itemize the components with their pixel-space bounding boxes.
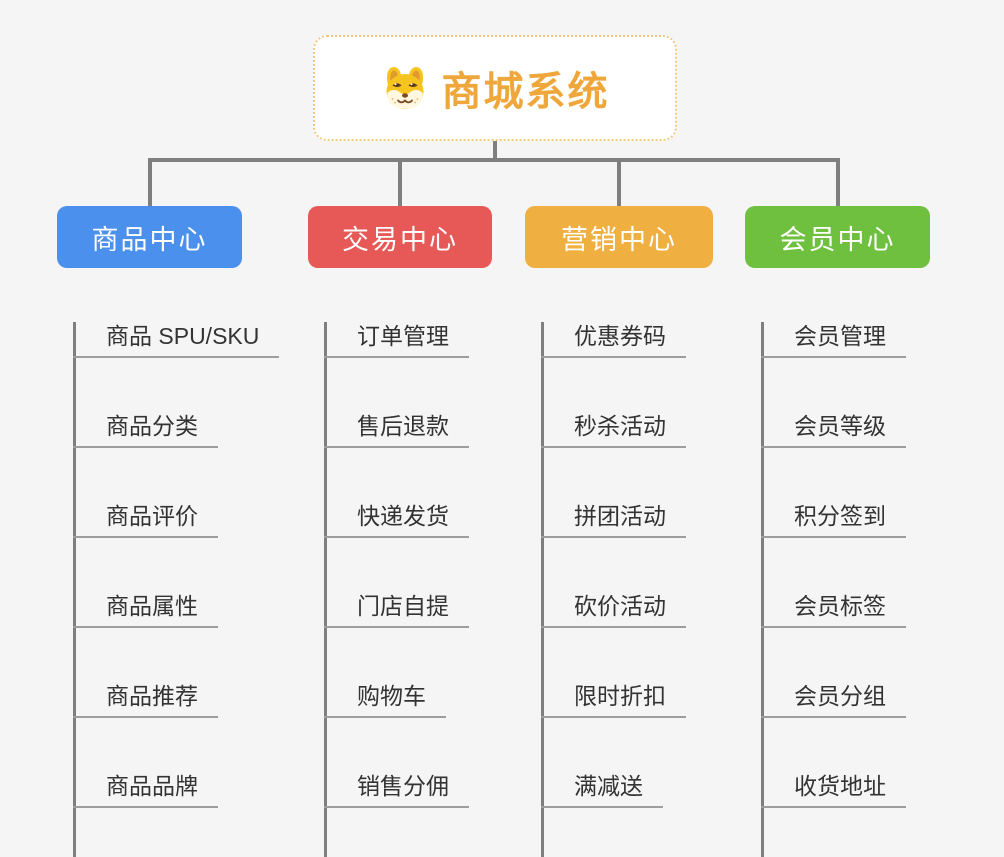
leaf-topic-label: 会员等级 [794,413,886,439]
leaf-topic[interactable]: 收货地址 [761,772,906,808]
leaf-topic[interactable]: 积分签到 [761,502,906,538]
leaf-topic[interactable]: 售后退款 [324,412,469,448]
leaf-topic-label: 拼团活动 [574,503,666,529]
leaf-topic[interactable]: 门店自提 [324,592,469,628]
leaf-topic-label: 售后退款 [357,413,449,439]
connector-branch-stub [147,158,152,208]
leaf-topic-label: 门店自提 [357,593,449,619]
connector-column-line [73,322,76,857]
leaf-topic-label: 秒杀活动 [574,413,666,439]
leaf-topic-label: 快递发货 [357,503,449,529]
branch-topic[interactable]: 交易中心 [308,206,492,268]
branch-topic-label: 营销中心 [561,224,677,255]
leaf-topic-label: 商品品牌 [106,773,198,799]
leaf-topic-label: 购物车 [357,683,426,709]
leaf-topic-label: 积分签到 [794,503,886,529]
leaf-topic[interactable]: 购物车 [324,682,446,718]
leaf-topic[interactable]: 商品推荐 [73,682,218,718]
branch-leaf-column: 订单管理 售后退款 快递发货 门店自提 购物车 销售分佣 [308,322,492,857]
leaf-topic-label: 商品评价 [106,503,198,529]
leaf-topic-label: 砍价活动 [574,593,666,619]
leaf-topic[interactable]: 砍价活动 [541,592,686,628]
leaf-topic[interactable]: 限时折扣 [541,682,686,718]
leaf-topic-label: 商品属性 [106,593,198,619]
branch-topic-label: 交易中心 [342,224,458,255]
branch: 商品中心 商品 SPU/SKU 商品分类 商品评价 商品属性 商品推荐 商品品牌 [57,158,280,857]
leaf-topic[interactable]: 销售分佣 [324,772,469,808]
leaf-topic-label: 商品分类 [106,413,198,439]
branch-leaf-column: 优惠券码 秒杀活动 拼团活动 砍价活动 限时折扣 满减送 [525,322,713,857]
leaf-topic[interactable]: 会员管理 [761,322,906,358]
connector-branch-stub [617,158,621,208]
leaf-topic[interactable]: 会员分组 [761,682,906,718]
leaf-topic[interactable]: 商品评价 [73,502,218,538]
leaf-topic-label: 商品推荐 [106,683,198,709]
branch-leaf-column: 会员管理 会员等级 积分签到 会员标签 会员分组 收货地址 [745,322,930,857]
leaf-topic-label: 会员管理 [794,323,886,349]
leaf-topic[interactable]: 会员标签 [761,592,906,628]
dog-face-icon [386,67,423,109]
branch: 营销中心 优惠券码 秒杀活动 拼团活动 砍价活动 限时折扣 满减送 [525,158,713,857]
leaf-topic[interactable]: 会员等级 [761,412,906,448]
branch: 交易中心 订单管理 售后退款 快递发货 门店自提 购物车 销售分佣 [308,158,492,857]
leaf-topic-label: 优惠券码 [574,323,666,349]
leaf-topic[interactable]: 优惠券码 [541,322,686,358]
leaf-topic[interactable]: 商品分类 [73,412,218,448]
branch-topic[interactable]: 营销中心 [525,206,713,268]
leaf-topic[interactable]: 订单管理 [324,322,469,358]
branch-topic-label: 会员中心 [779,224,896,255]
leaf-topic[interactable]: 商品 SPU/SKU [73,322,280,358]
connector-branch-stub [835,158,840,208]
connector-root-stub [493,141,497,160]
leaf-topic[interactable]: 拼团活动 [541,502,686,538]
leaf-topic[interactable]: 快递发货 [324,502,469,538]
leaf-topic-label: 会员标签 [794,593,886,619]
connector-branch-stub [398,158,402,208]
leaf-topic[interactable]: 满减送 [541,772,663,808]
leaf-topic-label: 订单管理 [357,323,449,349]
root-topic-label: 商城系统 [441,70,610,114]
leaf-topic-label: 商品 SPU/SKU [106,323,260,349]
branch-topic[interactable]: 会员中心 [745,206,930,268]
root-topic[interactable]: 商城系统 [313,35,677,141]
leaf-topic-label: 收货地址 [794,773,886,799]
connector-column-line [541,322,544,857]
leaf-topic-label: 会员分组 [794,683,886,709]
leaf-topic[interactable]: 秒杀活动 [541,412,686,448]
connector-column-line [761,322,764,857]
connector-column-line [324,322,327,857]
leaf-topic-label: 销售分佣 [357,773,449,799]
connector-trunk-horizontal [148,158,840,162]
branch: 会员中心 会员管理 会员等级 积分签到 会员标签 会员分组 收货地址 [745,158,930,857]
branch-leaf-column: 商品 SPU/SKU 商品分类 商品评价 商品属性 商品推荐 商品品牌 [57,322,280,857]
leaf-topic-label: 限时折扣 [574,683,666,709]
leaf-topic[interactable]: 商品属性 [73,592,218,628]
branch-topic-label: 商品中心 [91,224,208,255]
branch-topic[interactable]: 商品中心 [57,206,242,268]
leaf-topic-label: 满减送 [574,773,643,799]
leaf-topic[interactable]: 商品品牌 [73,772,218,808]
